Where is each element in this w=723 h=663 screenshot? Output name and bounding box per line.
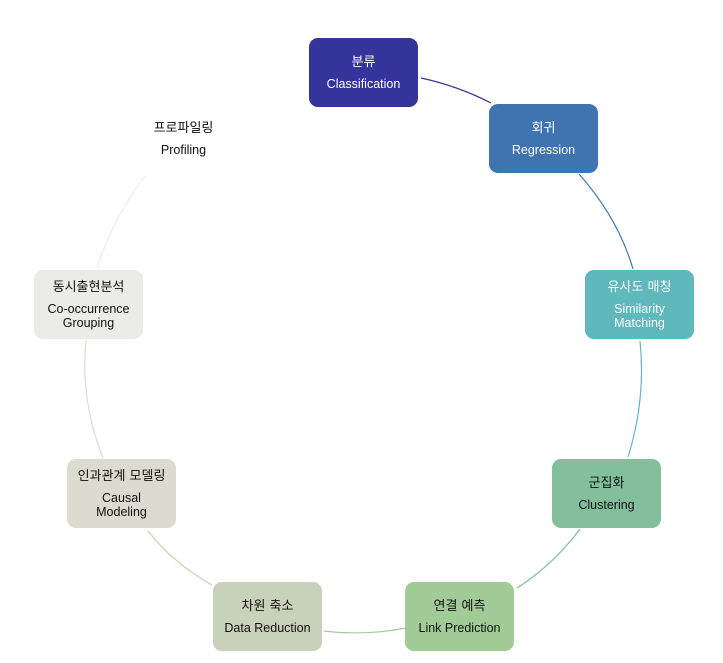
- node-label-ko: 인과관계 모델링: [77, 468, 166, 484]
- node-label-en: Causal Modeling: [96, 490, 147, 519]
- node-similarity-matching: 유사도 매칭 Similarity Matching: [585, 270, 694, 339]
- node-label-ko: 분류: [351, 54, 376, 70]
- node-label-en: Regression: [511, 142, 576, 157]
- node-label-ko: 차원 축소: [241, 598, 294, 614]
- node-label-ko: 군집화: [588, 475, 625, 491]
- node-profiling: 프로파일링 Profiling: [129, 104, 238, 173]
- node-label-ko: 동시출현분석: [52, 279, 125, 295]
- connector-classification-regression: [420, 77, 492, 104]
- connector-link-prediction-data-reduction: [323, 627, 407, 634]
- node-label-en: Clustering: [578, 497, 635, 512]
- node-causal-modeling: 인과관계 모델링 Causal Modeling: [67, 459, 176, 528]
- node-co-occurrence-grouping: 동시출현분석 Co-occurrence Grouping: [34, 270, 143, 339]
- connector-data-reduction-causal-modeling: [147, 530, 213, 586]
- node-label-ko: 회귀: [531, 120, 556, 136]
- node-label-ko: 유사도 매칭: [607, 279, 672, 295]
- connector-co-occurrence-profiling: [96, 175, 146, 269]
- node-label-ko: 프로파일링: [153, 120, 214, 136]
- node-label-ko: 연결 예측: [433, 598, 486, 614]
- node-label-en: Similarity Matching: [614, 301, 665, 330]
- node-label-en: Data Reduction: [224, 620, 311, 635]
- node-data-reduction: 차원 축소 Data Reduction: [213, 582, 322, 651]
- node-link-prediction: 연결 예측 Link Prediction: [405, 582, 514, 651]
- node-regression: 회귀 Regression: [489, 104, 598, 173]
- node-label-en: Co-occurrence Grouping: [47, 301, 130, 330]
- node-classification: 분류 Classification: [309, 38, 418, 107]
- connector-clustering-link-prediction: [516, 528, 581, 589]
- connector-causal-modeling-co-occurrence: [84, 339, 104, 459]
- node-clustering: 군집화 Clustering: [552, 459, 661, 528]
- node-label-en: Profiling: [160, 142, 207, 157]
- node-label-en: Link Prediction: [418, 620, 501, 635]
- node-label-en: Classification: [326, 76, 401, 91]
- connector-regression-similarity: [578, 173, 634, 270]
- connector-similarity-clustering: [627, 340, 643, 458]
